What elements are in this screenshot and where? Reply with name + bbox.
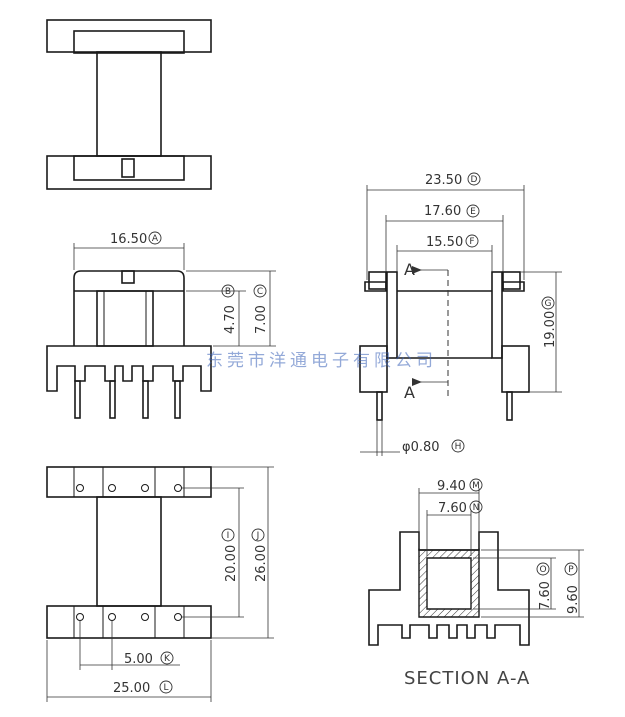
dim-n-tag: N (473, 503, 480, 513)
section-title: SECTION A-A (404, 668, 530, 689)
dim-p-tag: P (568, 565, 574, 575)
dim-a-tag: A (152, 234, 159, 244)
dim-l-value: 25.00 (113, 681, 150, 696)
section-mark-bottom: A (404, 383, 415, 402)
dim-e-tag: E (470, 207, 476, 217)
dim-h-value: φ0.80 (402, 440, 440, 455)
front-view: 16.50 A 4.70 B 7.00 C (46, 231, 276, 419)
dim-f-tag: F (469, 237, 474, 247)
dim-o-value: 7.60 (538, 581, 553, 610)
dim-h-tag: H (455, 442, 462, 452)
dim-m-value: 9.40 (437, 479, 466, 494)
dim-l-tag: L (163, 683, 168, 693)
dim-p-value: 9.60 (566, 585, 581, 614)
bottom-view: 20.00 I 26.00 J 5.00 K 25.00 L (46, 466, 274, 702)
company-watermark: 东莞市洋通电子有限公司 (206, 351, 437, 371)
dim-d-value: 23.50 (425, 173, 462, 188)
dim-m-tag: M (472, 481, 480, 491)
dim-c-value: 7.00 (254, 305, 269, 334)
dim-k-value: 5.00 (124, 652, 153, 667)
dim-o-tag: O (539, 565, 546, 575)
dim-b-value: 4.70 (223, 305, 238, 334)
dim-n-value: 7.60 (438, 501, 467, 516)
section-mark-top: A (404, 260, 415, 279)
dim-k-tag: K (164, 654, 171, 664)
dim-a-value: 16.50 (110, 232, 147, 247)
dim-i-tag: I (227, 531, 230, 541)
dim-d-tag: D (471, 175, 478, 185)
dim-f-value: 15.50 (426, 235, 463, 250)
top-view (46, 19, 212, 190)
dim-g-tag: G (545, 299, 552, 309)
dim-j-tag: J (256, 531, 260, 541)
dim-b-tag: B (225, 287, 231, 297)
dim-e-value: 17.60 (424, 204, 461, 219)
dim-g-value: 19.00 (543, 311, 558, 348)
dim-i-value: 20.00 (224, 545, 239, 582)
dim-j-value: 26.00 (254, 545, 269, 582)
section-view: 9.40 M 7.60 N 7.60 O 9.60 P SECTION A-A (368, 478, 584, 689)
side-view: A A 23.50 D 17.60 E 15.50 F 19.00 G (359, 172, 562, 456)
dim-c-tag: C (257, 287, 263, 297)
